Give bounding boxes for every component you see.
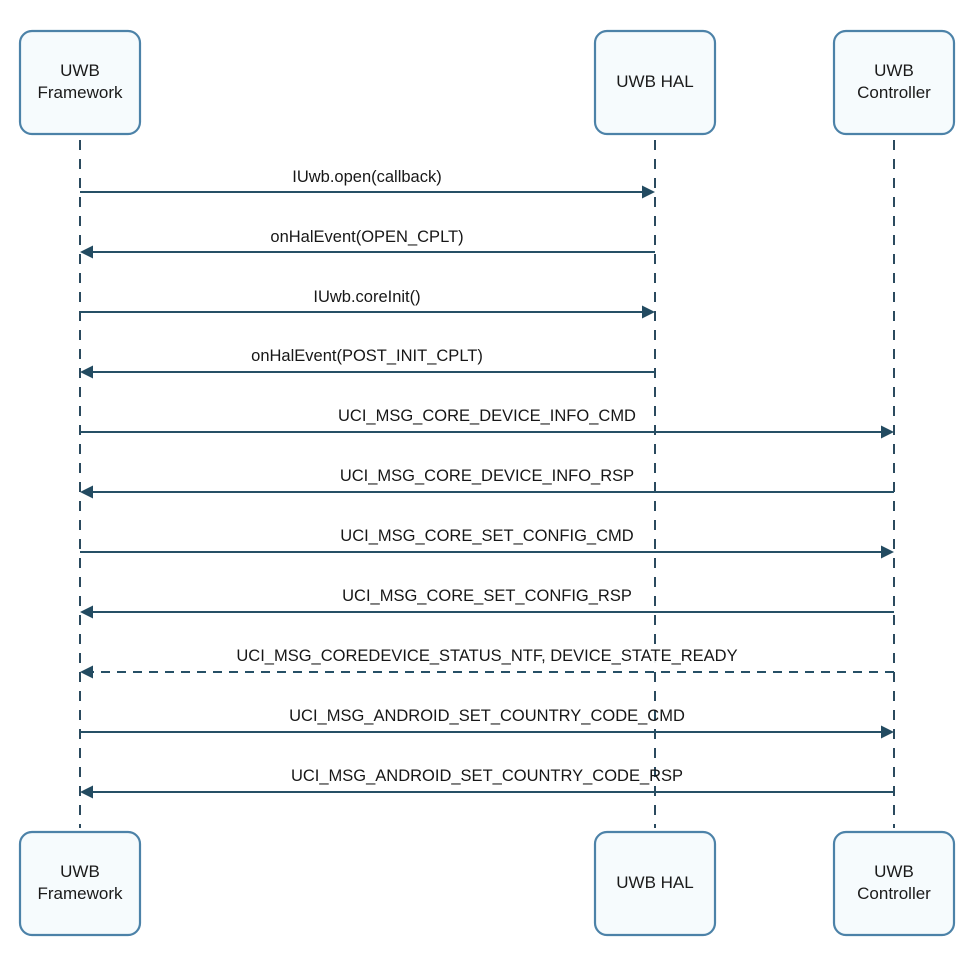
message-1: IUwb.open(callback) — [80, 167, 655, 199]
participant-label-controller-bottom-line1: Controller — [857, 884, 931, 903]
message-arrowhead-6 — [80, 485, 93, 499]
message-10: UCI_MSG_ANDROID_SET_COUNTRY_CODE_CMD — [80, 706, 894, 739]
participant-label-framework-top-line1: Framework — [37, 83, 123, 102]
message-label-10: UCI_MSG_ANDROID_SET_COUNTRY_CODE_CMD — [289, 707, 685, 725]
participant-label-framework-top-line0: UWB — [60, 61, 100, 80]
message-label-2: onHalEvent(OPEN_CPLT) — [270, 228, 463, 246]
message-arrowhead-11 — [80, 785, 93, 799]
participant-framework-bottom[interactable]: UWB Framework — [18, 830, 142, 937]
message-label-bg-10 — [328, 706, 646, 726]
lifelines-layer — [79, 140, 895, 828]
message-7: UCI_MSG_CORE_SET_CONFIG_CMD — [80, 526, 894, 559]
message-label-bg-11 — [328, 766, 646, 786]
participant-hal-bottom[interactable]: UWB HAL — [593, 830, 717, 937]
message-label-8: UCI_MSG_CORE_SET_CONFIG_RSP — [342, 587, 632, 605]
message-9: UCI_MSG_COREDEVICE_STATUS_NTF, DEVICE_ST… — [80, 646, 894, 679]
message-label-5: UCI_MSG_CORE_DEVICE_INFO_CMD — [338, 407, 636, 425]
message-arrowhead-4 — [80, 365, 93, 379]
message-label-4: onHalEvent(POST_INIT_CPLT) — [251, 347, 483, 365]
message-arrowhead-2 — [80, 245, 93, 259]
message-label-3: IUwb.coreInit() — [313, 288, 420, 306]
message-label-bg-2 — [272, 227, 462, 247]
messages-layer: IUwb.open(callback) onHalEvent(OPEN_CPLT)… — [80, 167, 894, 799]
message-label-bg-3 — [298, 287, 436, 307]
message-2: onHalEvent(OPEN_CPLT) — [80, 227, 655, 259]
message-label-11: UCI_MSG_ANDROID_SET_COUNTRY_CODE_RSP — [291, 767, 683, 785]
participant-label-hal-top-line0: UWB HAL — [616, 72, 693, 91]
message-arrowhead-8 — [80, 605, 93, 619]
participant-label-controller-top-line1: Controller — [857, 83, 931, 102]
message-label-bg-6 — [362, 466, 612, 486]
message-arrowhead-10 — [881, 725, 894, 739]
participant-label-controller-top-line0: UWB — [874, 61, 914, 80]
message-6: UCI_MSG_CORE_DEVICE_INFO_RSP — [80, 466, 894, 499]
message-3: IUwb.coreInit() — [80, 287, 655, 319]
participant-box-framework-bottom[interactable] — [18, 830, 142, 937]
participant-label-controller-bottom-line0: UWB — [874, 862, 914, 881]
message-8: UCI_MSG_CORE_SET_CONFIG_RSP — [80, 586, 894, 619]
message-arrowhead-5 — [881, 425, 894, 439]
message-arrowhead-7 — [881, 545, 894, 559]
participant-label-framework-bottom-line0: UWB — [60, 862, 100, 881]
participant-box-framework-top[interactable] — [18, 29, 142, 136]
message-11: UCI_MSG_ANDROID_SET_COUNTRY_CODE_RSP — [80, 766, 894, 799]
participant-framework-top[interactable]: UWB Framework — [18, 29, 142, 136]
message-label-9: UCI_MSG_COREDEVICE_STATUS_NTF, DEVICE_ST… — [236, 647, 737, 665]
message-label-bg-4 — [251, 346, 483, 366]
participant-label-framework-bottom-line1: Framework — [37, 884, 123, 903]
participant-box-controller-top[interactable] — [832, 29, 956, 136]
participant-box-hal-top[interactable] — [593, 29, 717, 136]
message-arrowhead-3 — [642, 305, 655, 319]
participant-controller-top[interactable]: UWB Controller — [832, 29, 956, 136]
message-label-bg-7 — [366, 526, 608, 546]
message-5: UCI_MSG_CORE_DEVICE_INFO_CMD — [80, 406, 894, 439]
message-label-bg-9 — [272, 646, 702, 666]
message-label-bg-8 — [366, 586, 608, 606]
participant-box-hal-bottom[interactable] — [593, 830, 717, 937]
message-label-bg-5 — [362, 406, 612, 426]
participant-controller-bottom[interactable]: UWB Controller — [832, 830, 956, 937]
message-label-bg-1 — [281, 167, 453, 187]
message-label-1: IUwb.open(callback) — [292, 168, 441, 186]
message-4: onHalEvent(POST_INIT_CPLT) — [80, 346, 655, 379]
message-label-6: UCI_MSG_CORE_DEVICE_INFO_RSP — [340, 467, 634, 485]
participant-label-hal-bottom-line0: UWB HAL — [616, 873, 693, 892]
message-label-7: UCI_MSG_CORE_SET_CONFIG_CMD — [340, 527, 633, 545]
message-arrowhead-1 — [642, 185, 655, 199]
participant-hal-top[interactable]: UWB HAL — [593, 29, 717, 136]
participant-box-controller-bottom[interactable] — [832, 830, 956, 937]
message-arrowhead-9 — [80, 665, 93, 679]
